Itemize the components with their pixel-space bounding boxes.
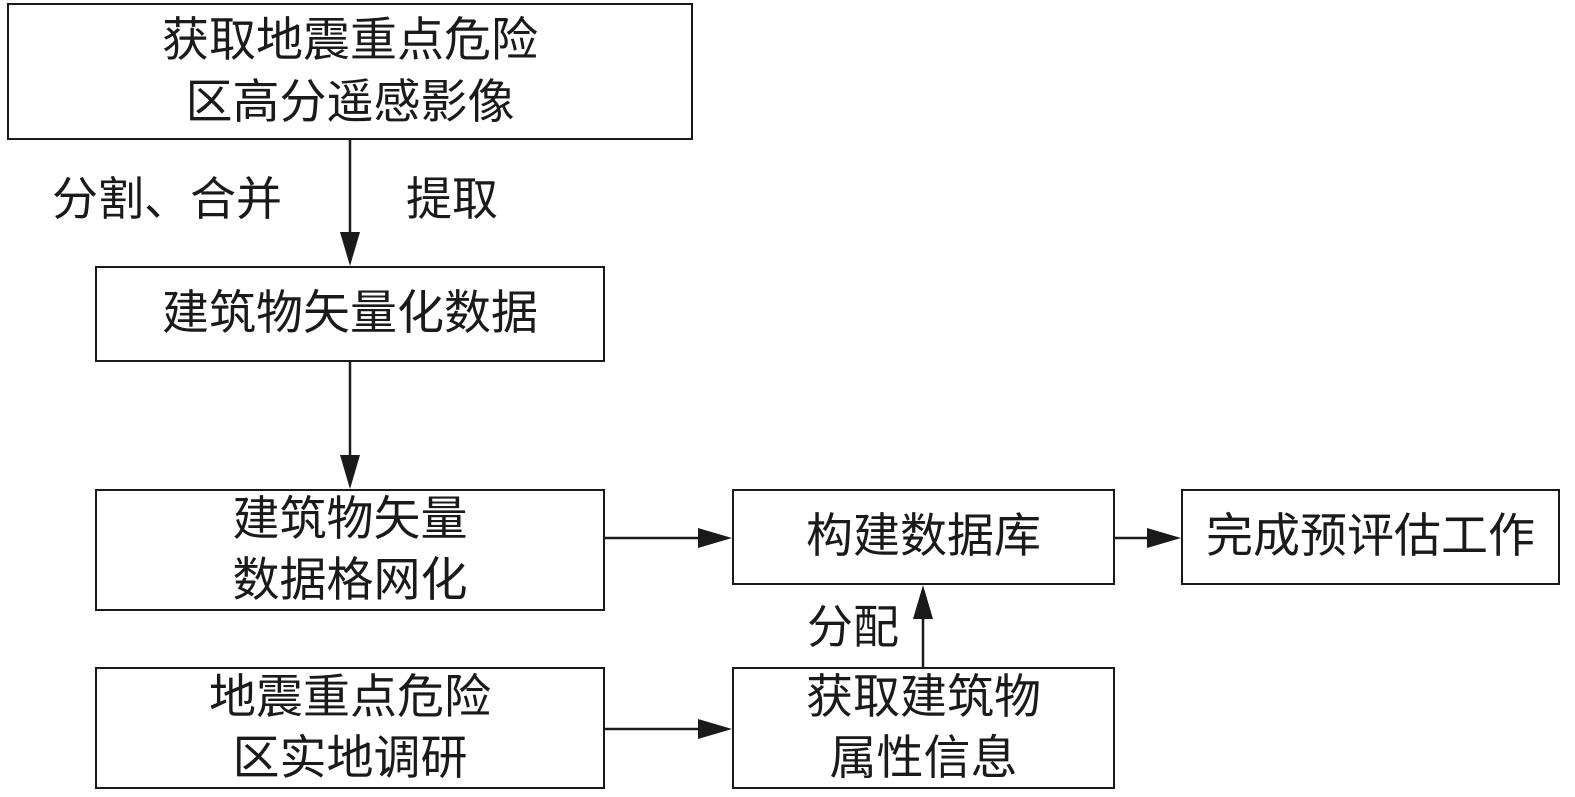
node-gridding: 建筑物矢量 数据格网化 xyxy=(95,489,605,611)
arrowhead-down xyxy=(340,232,360,266)
node-text-line: 数据格网化 xyxy=(232,553,468,608)
node-acquire-imagery: 获取地震重点危险 区高分遥感影像 xyxy=(7,3,693,140)
arrowhead-right xyxy=(698,719,732,739)
node-vector-data: 建筑物矢量化数据 xyxy=(95,266,605,362)
arrowhead-right xyxy=(698,528,732,548)
arrowhead-down xyxy=(340,455,360,489)
node-text-line: 建筑物矢量化数据 xyxy=(162,286,538,342)
node-text-line: 获取建筑物 xyxy=(806,669,1041,725)
arrowhead-up xyxy=(913,585,933,619)
node-text-line: 获取地震重点危险 xyxy=(162,13,538,69)
node-complete-assessment: 完成预评估工作 xyxy=(1181,489,1560,585)
node-field-survey: 地震重点危险 区实地调研 xyxy=(95,667,605,789)
arrowheads xyxy=(340,232,1181,739)
node-text-line: 属性信息 xyxy=(829,731,1018,786)
arrowhead-right xyxy=(1147,528,1181,548)
node-text-line: 区高分遥感影像 xyxy=(185,74,515,130)
node-text-line: 完成预评估工作 xyxy=(1206,509,1535,565)
edge-label-extract: 提取 xyxy=(406,172,498,226)
node-text-line: 区实地调研 xyxy=(232,731,468,786)
node-building-attributes: 获取建筑物 属性信息 xyxy=(732,667,1115,789)
node-text-line: 构建数据库 xyxy=(806,509,1041,565)
node-text-line: 建筑物矢量 xyxy=(232,491,468,547)
node-text-line: 地震重点危险 xyxy=(209,669,491,725)
edge-label-assign: 分配 xyxy=(807,600,899,654)
node-build-database: 构建数据库 xyxy=(732,489,1115,585)
edge-label-split-merge: 分割、合并 xyxy=(52,172,282,226)
